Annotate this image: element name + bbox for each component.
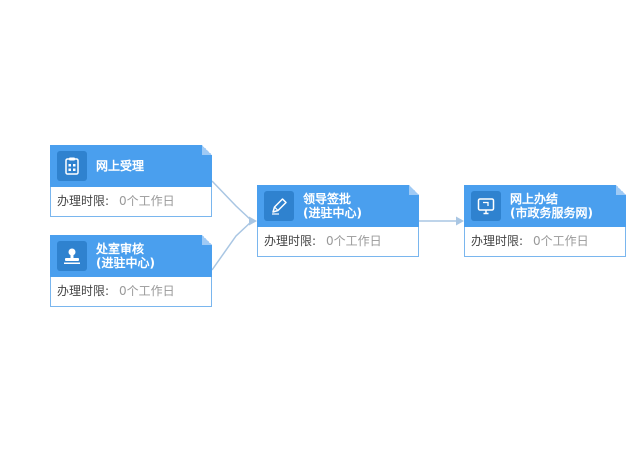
connector-online-accept-to-leader-approve (211, 180, 253, 222)
node-title-line: 网上办结 (510, 192, 559, 206)
clipboard-icon (57, 151, 87, 181)
pen-icon (264, 191, 294, 221)
node-header: 网上办结 (市政务服务网) (464, 185, 626, 227)
arrowhead-leader-approve (249, 216, 257, 226)
node-title-line: (市政务服务网) (510, 206, 593, 220)
node-title-line: 网上受理 (96, 159, 145, 173)
node-time-row: 办理时限: 0个工作日 (257, 227, 419, 257)
node-title: 领导签批 (进驻中心) (303, 185, 415, 227)
node-title: 网上办结 (市政务服务网) (510, 185, 622, 227)
arrowhead-online-complete (456, 216, 464, 226)
node-title: 网上受理 (96, 145, 208, 187)
node-header: 处室审核 (进驻中心) (50, 235, 212, 277)
node-online-accept[interactable]: 网上受理 办理时限: 0个工作日 (50, 145, 212, 217)
node-office-review[interactable]: 处室审核 (进驻中心) 办理时限: 0个工作日 (50, 235, 212, 307)
node-title-line: (进驻中心) (303, 206, 362, 220)
connector-office-review-to-leader-approve (211, 220, 253, 271)
node-header: 领导签批 (进驻中心) (257, 185, 419, 227)
node-time-row: 办理时限: 0个工作日 (50, 187, 212, 217)
node-header: 网上受理 (50, 145, 212, 187)
corner-fold (409, 185, 419, 195)
time-limit-value: 0个工作日 (326, 234, 382, 248)
node-online-complete[interactable]: 网上办结 (市政务服务网) 办理时限: 0个工作日 (464, 185, 626, 257)
time-limit-value: 0个工作日 (533, 234, 589, 248)
time-limit-label: 办理时限: (471, 234, 524, 248)
node-title-line: (进驻中心) (96, 256, 155, 270)
time-limit-label: 办理时限: (264, 234, 317, 248)
time-limit-label: 办理时限: (57, 284, 110, 298)
node-time-row: 办理时限: 0个工作日 (50, 277, 212, 307)
corner-fold (202, 235, 212, 245)
node-time-row: 办理时限: 0个工作日 (464, 227, 626, 257)
corner-fold (616, 185, 626, 195)
node-leader-approve[interactable]: 领导签批 (进驻中心) 办理时限: 0个工作日 (257, 185, 419, 257)
stamp-icon (57, 241, 87, 271)
time-limit-value: 0个工作日 (119, 284, 175, 298)
node-title-line: 领导签批 (303, 192, 352, 206)
time-limit-value: 0个工作日 (119, 194, 175, 208)
monitor-icon (471, 191, 501, 221)
node-title-line: 处室审核 (96, 242, 145, 256)
node-title: 处室审核 (进驻中心) (96, 235, 208, 277)
corner-fold (202, 145, 212, 155)
time-limit-label: 办理时限: (57, 194, 110, 208)
